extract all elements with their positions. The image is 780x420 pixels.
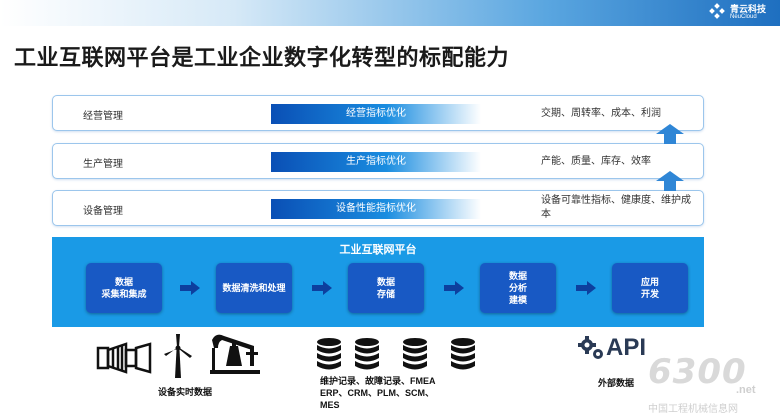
up-arrow-icon [656, 124, 684, 144]
step-develop: 应用 开发 [612, 263, 688, 313]
step-store: 数据 存储 [348, 263, 424, 313]
row-label: 设备管理 [83, 206, 123, 217]
row-production: 生产管理 生产指标优化 产能、质量、库存、效率 [52, 143, 704, 179]
database-icon [451, 338, 475, 370]
database-icon [317, 338, 341, 370]
row-label: 经营管理 [83, 111, 123, 122]
right-arrow-icon [180, 281, 200, 295]
right-arrow-icon [576, 281, 596, 295]
up-arrow-icon [656, 171, 684, 191]
turbine-icon [96, 342, 152, 374]
watermark-text: 中国工程机械信息网 [648, 404, 738, 415]
brand-logo-icon [709, 3, 725, 19]
api-text: API [606, 334, 647, 361]
row-result: 产能、质量、库存、效率 [541, 156, 651, 167]
row-equipment: 设备管理 设备性能指标优化 设备可靠性指标、健康度、维护成本 [52, 190, 704, 226]
brand-name: 青云科技 [729, 3, 766, 14]
database-icon [355, 338, 379, 370]
watermark-suffix: .net [736, 384, 756, 396]
step-clean: 数据清洗和处理 [216, 263, 292, 313]
row-bar: 生产指标优化 [271, 152, 481, 172]
row-bar: 经营指标优化 [271, 104, 481, 124]
row-label: 生产管理 [83, 159, 123, 170]
brand-sub: NeuCloud [729, 13, 757, 20]
platform-panel: 工业互联网平台 数据 采集和集成 数据清洗和处理 数据 存储 数据 分析 建模 … [52, 237, 704, 327]
row-bar: 设备性能指标优化 [271, 199, 481, 219]
api-gear-icon [578, 336, 603, 359]
top-banner: 青云科技 NeuCloud [0, 0, 780, 26]
equipment-data-label: 设备实时数据 [157, 387, 212, 397]
oil-pump-icon [210, 334, 260, 374]
right-arrow-icon [312, 281, 332, 295]
brand: 青云科技 NeuCloud [708, 3, 766, 21]
platform-title: 工业互联网平台 [339, 244, 417, 256]
step-collect: 数据 采集和集成 [86, 263, 162, 313]
row-result: 设备可靠性指标、健康度、维护成本 [541, 195, 691, 220]
step-analyze: 数据 分析 建模 [480, 263, 556, 313]
external-data-label: 外部数据 [597, 378, 634, 388]
database-caption: 维护记录、故障记录、FMEA ERP、CRM、PLM、SCM、 MES [320, 376, 436, 410]
row-operations: 经营管理 经营指标优化 交期、周转率、成本、利润 [52, 95, 704, 131]
right-arrow-icon [444, 281, 464, 295]
wind-turbine-icon [164, 334, 192, 378]
row-result: 交期、周转率、成本、利润 [541, 108, 661, 119]
watermark-number: 6300 [648, 352, 747, 392]
database-icon [403, 338, 427, 370]
page-title: 工业互联网平台是工业企业数字化转型的标配能力 [14, 46, 510, 71]
